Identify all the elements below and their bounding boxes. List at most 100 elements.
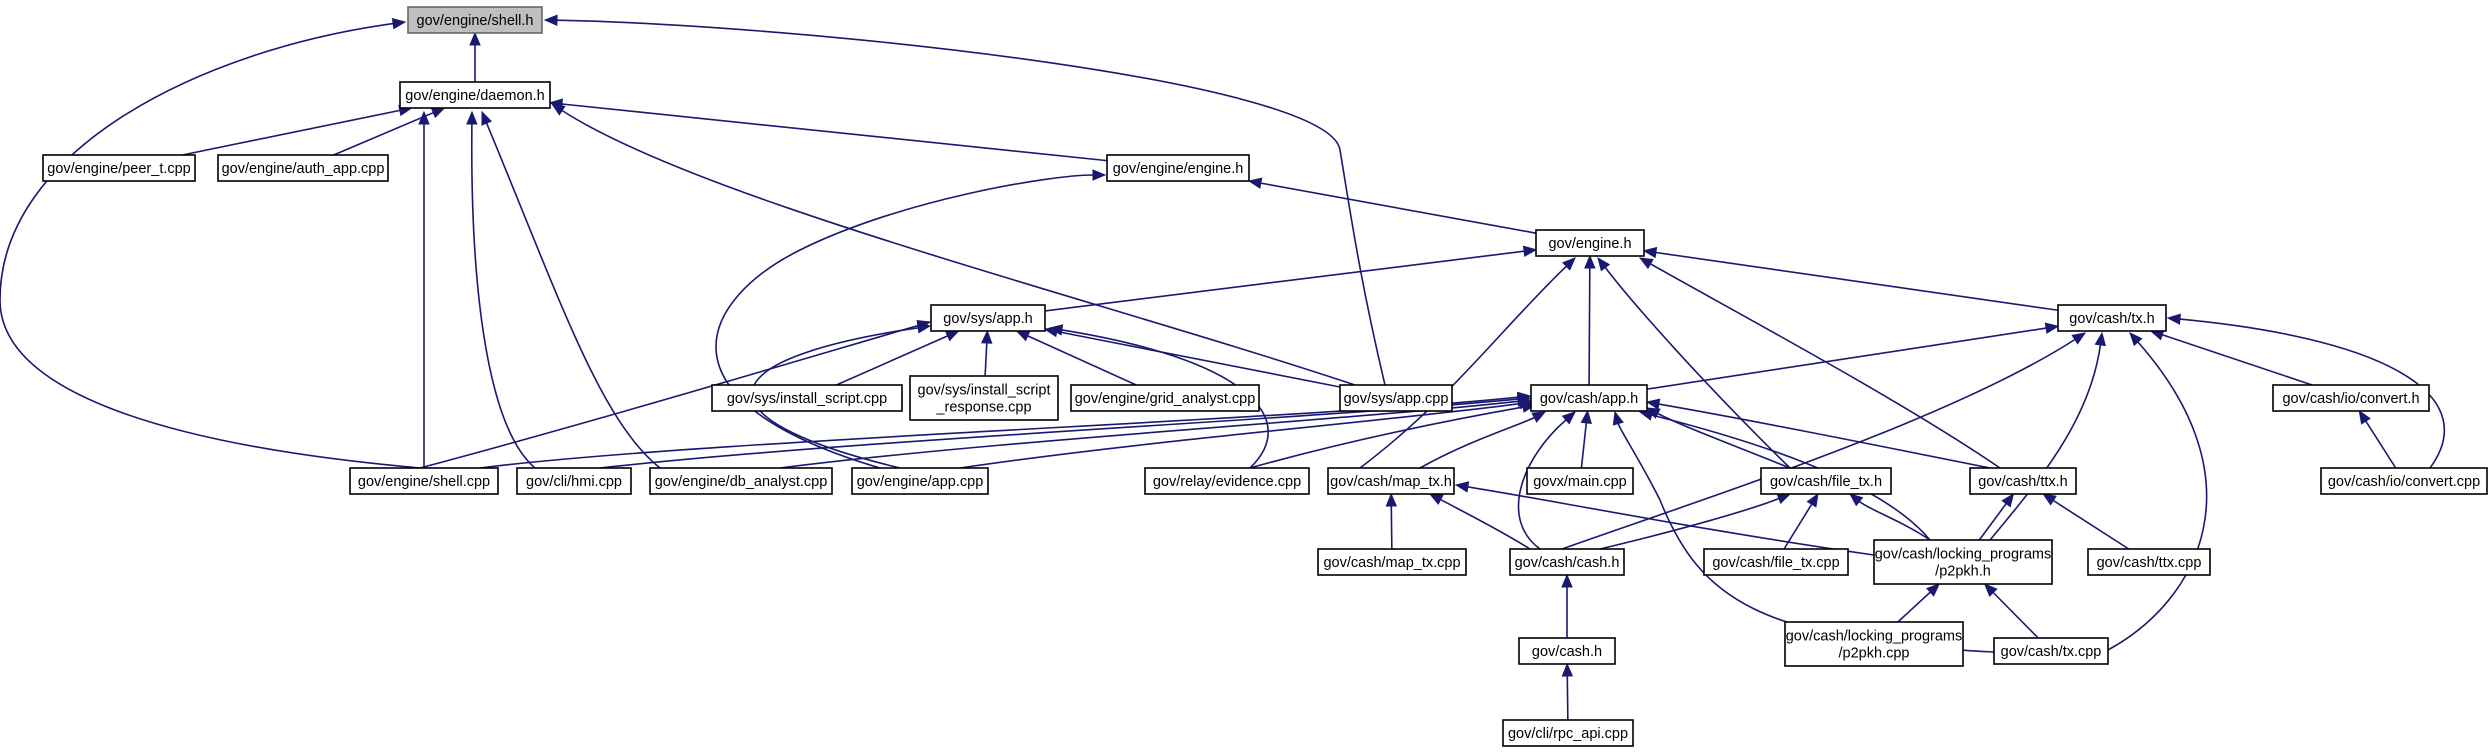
edge-line <box>1978 503 2007 541</box>
node-auth-app[interactable]: gov/engine/auth_app.cpp <box>217 154 389 182</box>
edge-line <box>1783 503 1813 550</box>
edge-file_tx_cpp-to-file_tx_h <box>1783 492 1819 550</box>
node-box <box>1873 539 2053 585</box>
edges-layer <box>0 14 2446 721</box>
edge-map_tx_cpp-to-map_tx_h <box>1385 492 1398 550</box>
node-label: gov/sys/app.h <box>943 311 1032 327</box>
edge-line <box>1027 335 1137 386</box>
node-govx-main[interactable]: govx/main.cpp <box>1526 467 1634 495</box>
node-sys-app-h[interactable]: gov/sys/app.h <box>930 304 1046 332</box>
node-shell-cpp[interactable]: gov/engine/shell.cpp <box>349 467 499 495</box>
node-tx-cpp[interactable]: gov/cash/tx.cpp <box>1993 637 2109 665</box>
node-label: gov/cash/ttx.h <box>1978 474 2067 490</box>
edge-daemon_h-to-shell_h <box>469 31 481 82</box>
edge-cash_h-to-cash_cash_h <box>1561 573 1573 638</box>
node-shell-h[interactable]: gov/engine/shell.h <box>407 6 543 34</box>
node-label: gov/cash/locking_programs <box>1786 629 1963 645</box>
node-label: gov/engine/engine.h <box>1113 161 1244 177</box>
edge-line <box>1657 412 1791 469</box>
node-cash-cash-h[interactable]: gov/cash/cash.h <box>1509 548 1625 576</box>
edge-engine_engine_h-to-daemon_h <box>548 98 1108 162</box>
node-p2pkh-cpp[interactable]: gov/cash/locking_programs/p2pkh.cpp <box>1784 621 1964 667</box>
node-cash-app-h[interactable]: gov/cash/app.h <box>1530 384 1648 412</box>
node-box <box>217 154 389 182</box>
arrow-head-icon <box>1642 246 1658 259</box>
node-grid-analyst[interactable]: gov/engine/grid_analyst.cpp <box>1070 384 1260 412</box>
edge-p2pkh_h-to-map_tx_h <box>1454 481 1875 556</box>
node-hmi[interactable]: gov/cli/hmi.cpp <box>516 467 632 495</box>
arrow-head-icon <box>944 330 960 342</box>
arrow-head-icon <box>550 103 566 116</box>
edge-line <box>2107 341 2208 651</box>
arrow-head-icon <box>1048 324 1064 336</box>
node-install-script[interactable]: gov/sys/install_script.cpp <box>711 384 903 412</box>
node-file-tx-cpp[interactable]: gov/cash/file_tx.cpp <box>1703 548 1849 576</box>
arrow-head-icon <box>1926 583 1941 597</box>
node-engine-app-cpp[interactable]: gov/engine/app.cpp <box>851 467 989 495</box>
node-label: gov/cash/io/convert.h <box>2282 391 2419 407</box>
edge-shell_cpp-to-daemon_h <box>418 110 430 468</box>
node-label: gov/cash.h <box>1532 644 1602 660</box>
node-label: gov/engine/peer_t.cpp <box>47 161 191 177</box>
node-rpc-api[interactable]: gov/cli/rpc_api.cpp <box>1502 719 1634 747</box>
edge-govx_main-to-cash_app_h <box>1580 409 1592 469</box>
node-ttx-cpp[interactable]: gov/cash/ttx.cpp <box>2087 548 2211 576</box>
node-label: gov/engine/db_analyst.cpp <box>655 474 828 490</box>
node-box <box>42 154 196 182</box>
node-label: govx/main.cpp <box>1533 474 1627 490</box>
node-box <box>1703 548 1849 576</box>
arrow-head-icon <box>1247 177 1263 189</box>
node-cash-tx-h[interactable]: gov/cash/tx.h <box>2057 304 2167 332</box>
node-box <box>1502 719 1634 747</box>
node-sys-app-cpp[interactable]: gov/sys/app.cpp <box>1339 384 1453 412</box>
node-label: gov/relay/evidence.cpp <box>1153 474 1301 490</box>
node-file-tx-h[interactable]: gov/cash/file_tx.h <box>1760 467 1892 495</box>
edge-p2pkh_h-to-cash_tx_h <box>1989 331 2106 541</box>
node-ttx-h[interactable]: gov/cash/ttx.h <box>1969 467 2077 495</box>
edge-line <box>1566 675 1569 721</box>
edge-line <box>1359 265 1567 469</box>
edge-tx_cpp-to-cash_tx_h <box>2107 332 2208 651</box>
arrow-head-icon <box>1092 169 1107 181</box>
edge-line <box>333 111 434 156</box>
node-engine-engine-h[interactable]: gov/engine/engine.h <box>1106 154 1250 182</box>
edge-line <box>556 19 1386 386</box>
arrow-head-icon <box>2129 332 2143 347</box>
edge-install_script-to-sys_app_h <box>836 330 960 386</box>
node-p2pkh-h[interactable]: gov/cash/locking_programs/p2pkh.h <box>1873 539 2053 585</box>
node-io-convert-h[interactable]: gov/cash/io/convert.h <box>2272 384 2430 412</box>
edge-db_analyst-to-daemon_h <box>481 110 661 469</box>
node-label: /p2pkh.cpp <box>1839 646 1910 662</box>
node-io-convert-cpp[interactable]: gov/cash/io/convert.cpp <box>2320 467 2488 495</box>
edge-line <box>1646 327 2047 390</box>
node-label: /p2pkh.h <box>1935 564 1991 580</box>
edge-map_tx_h-to-cash_app_h <box>1419 411 1547 469</box>
edge-cash_tx_h-to-engine_h <box>1642 246 2059 312</box>
arrow-head-icon <box>1561 573 1573 588</box>
node-label: gov/engine/auth_app.cpp <box>222 161 385 177</box>
node-evidence[interactable]: gov/relay/evidence.cpp <box>1144 467 1310 495</box>
node-peer-t[interactable]: gov/engine/peer_t.cpp <box>42 154 196 182</box>
edge-line <box>1599 497 1780 550</box>
edge-engine_h-to-engine_engine_h <box>1247 177 1537 234</box>
edge-file_tx_h-to-engine_h <box>1597 256 1791 469</box>
edge-line <box>2365 420 2397 469</box>
node-daemon-h[interactable]: gov/engine/daemon.h <box>399 81 551 109</box>
node-label: gov/engine/grid_analyst.cpp <box>1075 391 1256 407</box>
node-box <box>1535 229 1645 257</box>
node-map-tx-h[interactable]: gov/cash/map_tx.h <box>1327 467 1455 495</box>
node-box <box>2272 384 2430 412</box>
node-label: gov/cash/map_tx.cpp <box>1323 555 1460 571</box>
edge-line <box>1580 422 1588 469</box>
node-box <box>349 467 499 495</box>
node-box <box>1317 548 1467 576</box>
arrow-head-icon <box>1015 330 1031 342</box>
node-map-tx-cpp[interactable]: gov/cash/map_tx.cpp <box>1317 548 1467 576</box>
node-db-analyst[interactable]: gov/engine/db_analyst.cpp <box>649 467 833 495</box>
node-install-script-resp[interactable]: gov/sys/install_script_response.cpp <box>909 375 1059 421</box>
node-label: gov/cash/app.h <box>1540 391 1638 407</box>
node-engine-h[interactable]: gov/engine.h <box>1535 229 1645 257</box>
node-cash-h[interactable]: gov/cash.h <box>1518 637 1616 665</box>
edge-p2pkh_cpp-to-p2pkh_h <box>1897 583 1941 623</box>
